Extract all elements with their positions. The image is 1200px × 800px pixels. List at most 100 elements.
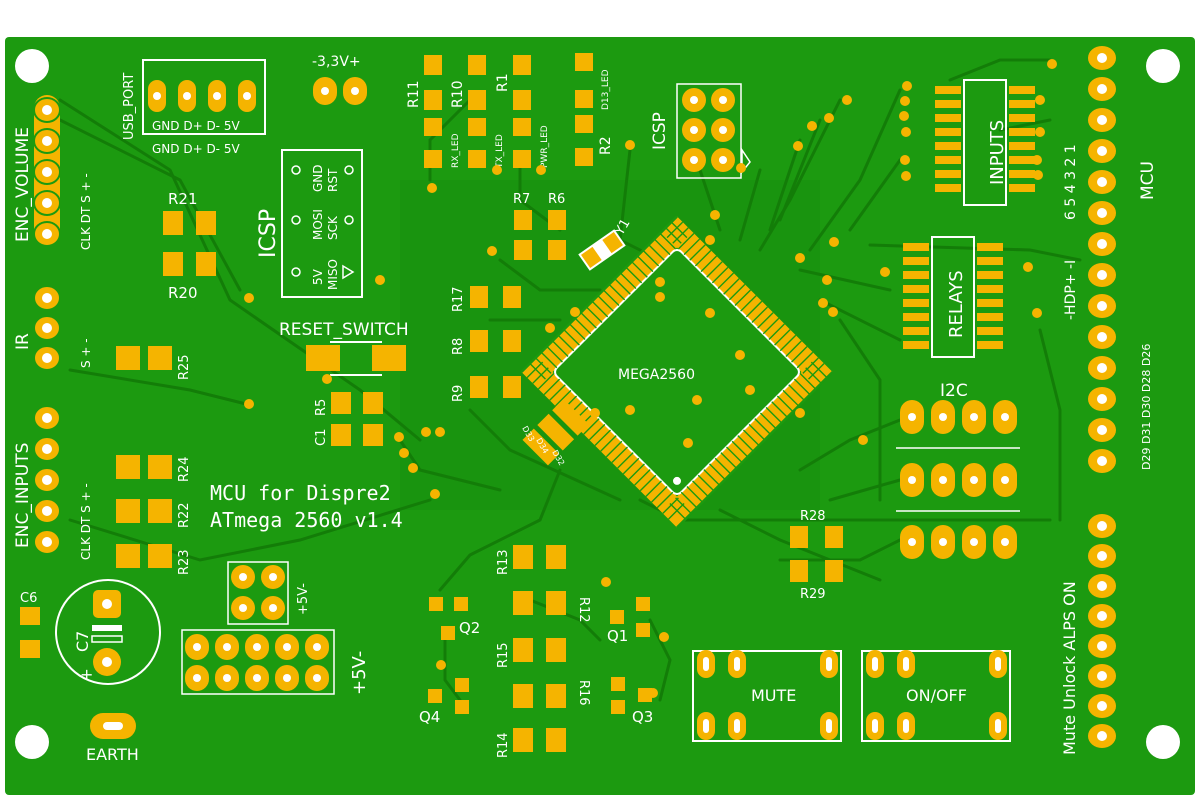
- onoff-label: ON/OFF: [906, 686, 967, 705]
- q2-label: Q2: [459, 619, 480, 637]
- icsp-left-label: ICSP: [256, 209, 281, 258]
- usb-port-pins: [148, 80, 256, 112]
- r22-label: R22: [177, 502, 192, 528]
- r23-label: R23: [177, 549, 192, 575]
- q1-pad-c: [610, 610, 624, 624]
- r2-pad-b: [575, 148, 593, 166]
- r25-label: R25: [177, 354, 192, 380]
- d13-led-pad-a: [575, 53, 593, 71]
- r6-label: R6: [548, 192, 565, 207]
- alps-connector: [1088, 514, 1116, 748]
- r12-pad-b: [546, 591, 566, 615]
- board-title-line2: ATmega 2560 v1.4: [210, 508, 403, 532]
- r5-label: R5: [314, 399, 329, 416]
- c1-pad-b: [363, 424, 383, 446]
- usb-pins-top: GND D+ D- 5V: [152, 119, 240, 133]
- q4-label: Q4: [419, 708, 440, 726]
- q2-pad-c: [441, 626, 455, 640]
- r24-pad-b: [148, 455, 172, 479]
- i2c-holes: [908, 413, 1009, 546]
- i2c-silk: [896, 447, 1020, 512]
- icsp-left-outline: [281, 149, 363, 298]
- v33-connector: [313, 77, 367, 105]
- r22-pad-b: [148, 499, 172, 523]
- r13-pad-a: [513, 545, 533, 569]
- icsp-miso: MISO: [326, 259, 340, 290]
- c7-pad-hole: [102, 599, 112, 609]
- r20-pad-b: [196, 252, 216, 276]
- r6-pad-b: [548, 240, 566, 260]
- mounting-hole-bottom-right: [1146, 725, 1180, 759]
- r9-pad-b: [503, 376, 521, 398]
- plus5v-big-label: +5V-: [349, 651, 370, 695]
- q3-pad-c: [611, 677, 625, 691]
- r9-pad-a: [470, 376, 488, 398]
- icsp-right-pin1-marker: [741, 147, 751, 175]
- mcu-label: MCU: [1138, 161, 1158, 200]
- r11-label: R11: [406, 80, 422, 108]
- enc-volume-connector: [33, 95, 61, 247]
- q1-pad-a: [636, 597, 650, 611]
- icsp-mosi: MOSI: [311, 209, 325, 240]
- icsp-right-holes: [690, 96, 727, 164]
- mute-switch[interactable]: [692, 650, 842, 742]
- r14-pad-a: [513, 728, 533, 752]
- c6-pad-top: [20, 607, 40, 625]
- r29-label: R29: [800, 587, 826, 602]
- c7-polarity-open: [91, 635, 123, 643]
- mcu-pins-label: 6 5 4 3 2 1: [1063, 144, 1079, 220]
- r15-label: R15: [496, 642, 511, 668]
- y1-label: Y1: [612, 216, 634, 238]
- c6-pad-bottom: [20, 640, 40, 658]
- r16-pad-b: [546, 684, 566, 708]
- q2-pad-a: [429, 597, 443, 611]
- usb-port-outline: [142, 59, 266, 135]
- r29-pad-b: [825, 560, 843, 582]
- rx-led-label: RX_LED: [451, 133, 461, 168]
- icsp-right-label: ICSP: [650, 112, 670, 150]
- mounting-hole-top-right: [1146, 49, 1180, 83]
- r24-pad-a: [116, 455, 140, 479]
- r17-pad-a: [470, 286, 488, 308]
- r15-pad-b: [546, 638, 566, 662]
- r8-pad-b: [503, 330, 521, 352]
- r22-pad-a: [116, 499, 140, 523]
- mega2560-label: MEGA2560: [618, 367, 695, 383]
- onoff-switch[interactable]: [861, 650, 1011, 742]
- v33-label: -3,3V+: [312, 54, 361, 70]
- enc-volume-pins: CLK DT S + -: [79, 173, 93, 250]
- r17-label: R17: [451, 286, 466, 312]
- r20-label: R20: [168, 284, 198, 302]
- r12-pad-a: [513, 591, 533, 615]
- usb-port-label: USB_PORT: [122, 73, 137, 140]
- r23-pad-b: [148, 544, 172, 568]
- c7-polarity-bar: [92, 625, 122, 631]
- r23-pad-a: [116, 544, 140, 568]
- r7-pad-b: [514, 240, 532, 260]
- tx-led-label: TX_LED: [495, 134, 505, 169]
- c1-pad-a: [331, 424, 351, 446]
- rx-led-pad-b: [424, 150, 442, 168]
- hdp-label: -HDP+ -I: [1063, 260, 1079, 320]
- icsp-rst: RST: [326, 168, 340, 192]
- q3-label: Q3: [632, 708, 653, 726]
- c7-outline: [55, 579, 161, 685]
- r11-pad-b: [424, 90, 442, 110]
- q1-label: Q1: [607, 627, 628, 645]
- q4-pad-b: [455, 678, 469, 692]
- q4-pad-c: [455, 700, 469, 714]
- r17-pad-b: [503, 286, 521, 308]
- r28-label: R28: [800, 509, 826, 524]
- enc-inputs-label: ENC_INPUTS: [13, 443, 33, 548]
- header-5v-big: [181, 629, 335, 695]
- r6-pad-a: [548, 210, 566, 230]
- icsp-5v: 5V: [311, 268, 325, 285]
- c1-label: C1: [314, 429, 329, 446]
- r14-label: R14: [496, 732, 511, 758]
- r2-pad-a: [575, 115, 593, 133]
- earth-pad-slot: [103, 722, 123, 730]
- icsp-sck: SCK: [326, 215, 340, 240]
- relays-label: RELAYS: [946, 270, 967, 338]
- d13-led-pad-b: [575, 90, 593, 108]
